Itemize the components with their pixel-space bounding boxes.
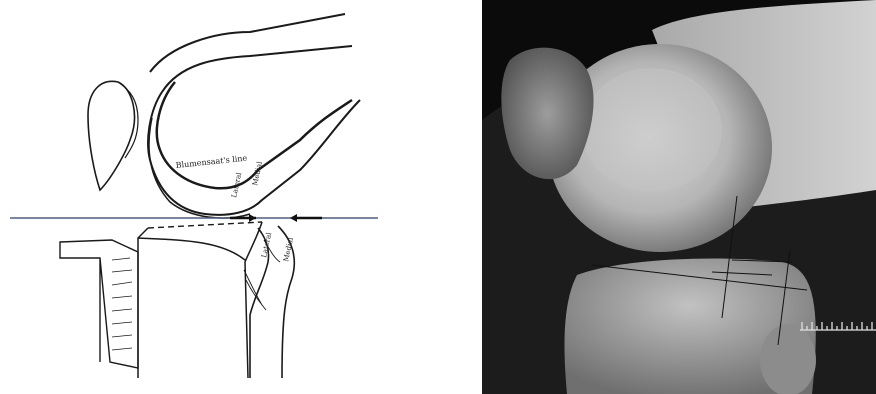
arrow-lateral-head bbox=[249, 214, 256, 222]
femur-medial-label: Medial bbox=[251, 160, 264, 186]
tuberosity-hatching bbox=[112, 258, 132, 350]
knee-schematic-svg: Blumensaat's line Lateral Medial Lateral… bbox=[0, 0, 470, 394]
tibial-plateau-dashed bbox=[148, 222, 262, 228]
knee-schematic-drawing: Blumensaat's line Lateral Medial Lateral… bbox=[0, 0, 470, 394]
blumensaat-line-label: Blumensaat's line bbox=[175, 154, 248, 170]
condyle-inner-shadow bbox=[582, 68, 722, 192]
lateral-knee-radiograph bbox=[482, 0, 876, 394]
radiograph-svg bbox=[482, 0, 876, 394]
fibular-head bbox=[760, 324, 816, 394]
tibia-outline bbox=[138, 222, 262, 378]
arrow-medial-head bbox=[290, 214, 297, 222]
femoral-condyle bbox=[149, 118, 250, 218]
patella-outline bbox=[88, 81, 134, 190]
